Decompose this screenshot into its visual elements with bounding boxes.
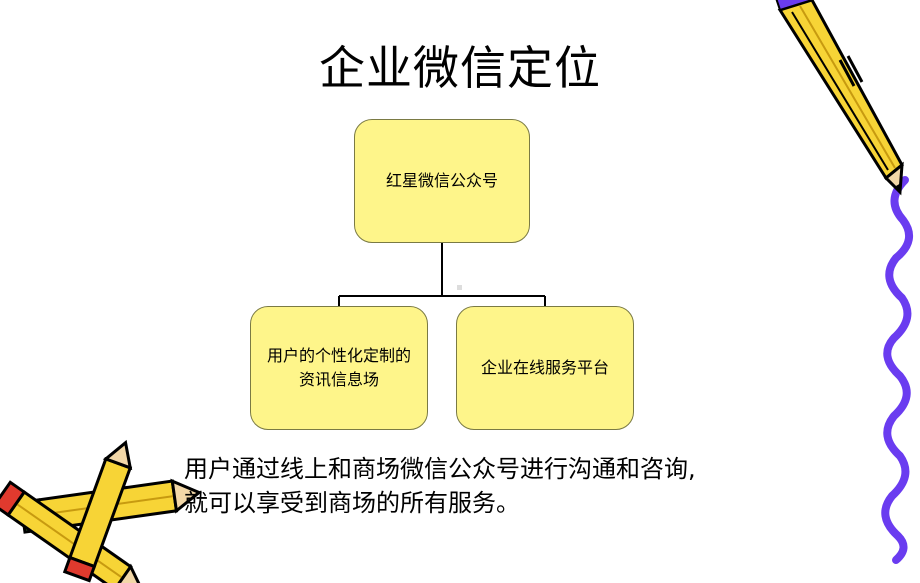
pencil-clipart-icon — [775, 0, 904, 196]
slide-title: 企业微信定位 — [319, 41, 601, 95]
root-node-box: 红星微信公众号 — [354, 119, 530, 243]
child-node-box-service: 企业在线服务平台 — [456, 306, 634, 430]
connector-lines — [338, 243, 546, 306]
root-node-label: 红星微信公众号 — [385, 171, 498, 190]
body-line-1: 用户通过线上和商场微信公众号进行沟通和咨询, — [184, 455, 696, 483]
body-line-2: 就可以享受到商场的所有服务。 — [184, 489, 520, 517]
body-text: 用户通过线上和商场微信公众号进行沟通和咨询, 就可以享受到商场的所有服务。 — [184, 452, 884, 520]
pencils-clipart-icon — [0, 439, 203, 583]
small-marker — [457, 285, 462, 290]
child-node-label: 企业在线服务平台 — [480, 358, 609, 377]
child-node-label-line2: 资讯信息场 — [298, 370, 379, 389]
child-node-label-line1: 用户的个性化定制的 — [266, 346, 411, 365]
wavy-border-icon — [881, 176, 914, 564]
child-node-box-personalized: 用户的个性化定制的 资讯信息场 — [250, 306, 428, 430]
